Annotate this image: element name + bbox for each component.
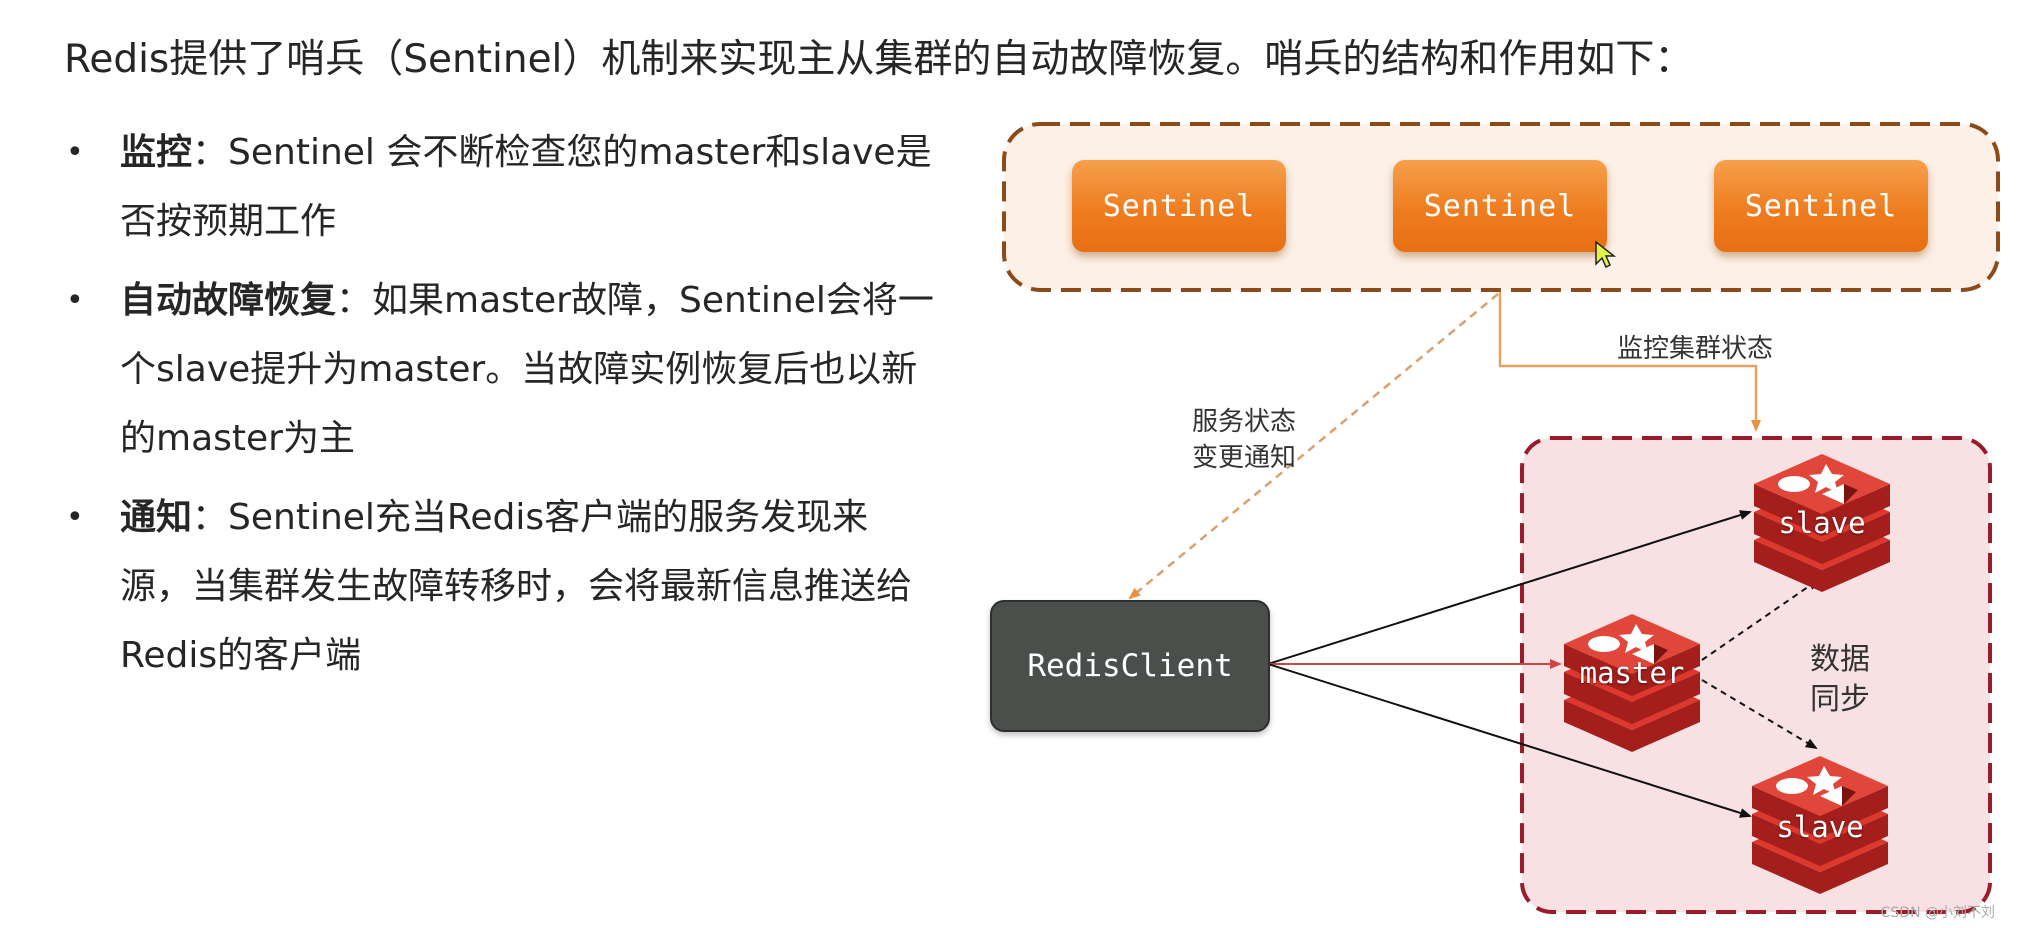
bullet-term: 自动故障恢复 xyxy=(120,280,337,321)
bullet-term: 通知 xyxy=(120,497,193,538)
intro-text: Redis提供了哨兵（Sentinel）机制来实现主从集群的自动故障恢复。哨兵的… xyxy=(64,37,1694,82)
sentinel-node-3: Sentinel xyxy=(1714,160,1928,252)
slave1-label: slave xyxy=(1778,506,1866,540)
sentinel-node-2: Sentinel xyxy=(1393,160,1607,252)
sync-arrow-slave2 xyxy=(1701,679,1818,750)
sentinel-node-1: Sentinel xyxy=(1072,160,1286,252)
client-to-slave1-arrow xyxy=(1267,510,1752,665)
notify-label-line1: 服务状态 xyxy=(1191,407,1296,437)
notify-label: 服务状态 变更通知 xyxy=(1184,404,1304,476)
bullet-term: 监控 xyxy=(120,132,193,173)
notify-label-line2: 变更通知 xyxy=(1191,443,1296,473)
bullet-text: ：Sentinel充当Redis客户端的服务发现来源，当集群发生故障转移时，会将… xyxy=(120,497,913,676)
feature-list: • 监控：Sentinel 会不断检查您的master和slave是否按预期工作… xyxy=(58,118,938,700)
redis-client-box: RedisClient xyxy=(990,600,1270,732)
list-item-monitor: • 监控：Sentinel 会不断检查您的master和slave是否按预期工作 xyxy=(58,118,938,256)
monitor-label: 监控集群状态 xyxy=(1616,334,1773,364)
bullet-dot-icon: • xyxy=(66,500,84,535)
sync-arrow-slave1 xyxy=(1701,578,1820,661)
bullet-dot-icon: • xyxy=(66,135,84,170)
notify-arrow xyxy=(1128,293,1499,600)
mouse-cursor-icon xyxy=(1595,240,1616,269)
bullet-dot-icon: • xyxy=(66,283,84,318)
sync-label: 数据 同步 xyxy=(1800,640,1880,720)
watermark: CSDN @小刘不刘 xyxy=(1880,905,1995,921)
bullet-text: ：如果master故障，Sentinel会将一个slave提升为master。当… xyxy=(120,280,934,459)
bullet-text: ：Sentinel 会不断检查您的master和slave是否按预期工作 xyxy=(120,132,932,242)
monitor-arrow xyxy=(1498,292,1761,432)
client-to-slave2-arrow xyxy=(1267,663,1752,818)
slave2-label: slave xyxy=(1776,810,1864,844)
master-label: master xyxy=(1579,656,1685,690)
sync-label-line2: 同步 xyxy=(1810,682,1870,717)
list-item-notify: • 通知：Sentinel充当Redis客户端的服务发现来源，当集群发生故障转移… xyxy=(58,483,938,690)
sync-label-line1: 数据 xyxy=(1810,642,1870,677)
list-item-failover: • 自动故障恢复：如果master故障，Sentinel会将一个slave提升为… xyxy=(58,266,938,473)
